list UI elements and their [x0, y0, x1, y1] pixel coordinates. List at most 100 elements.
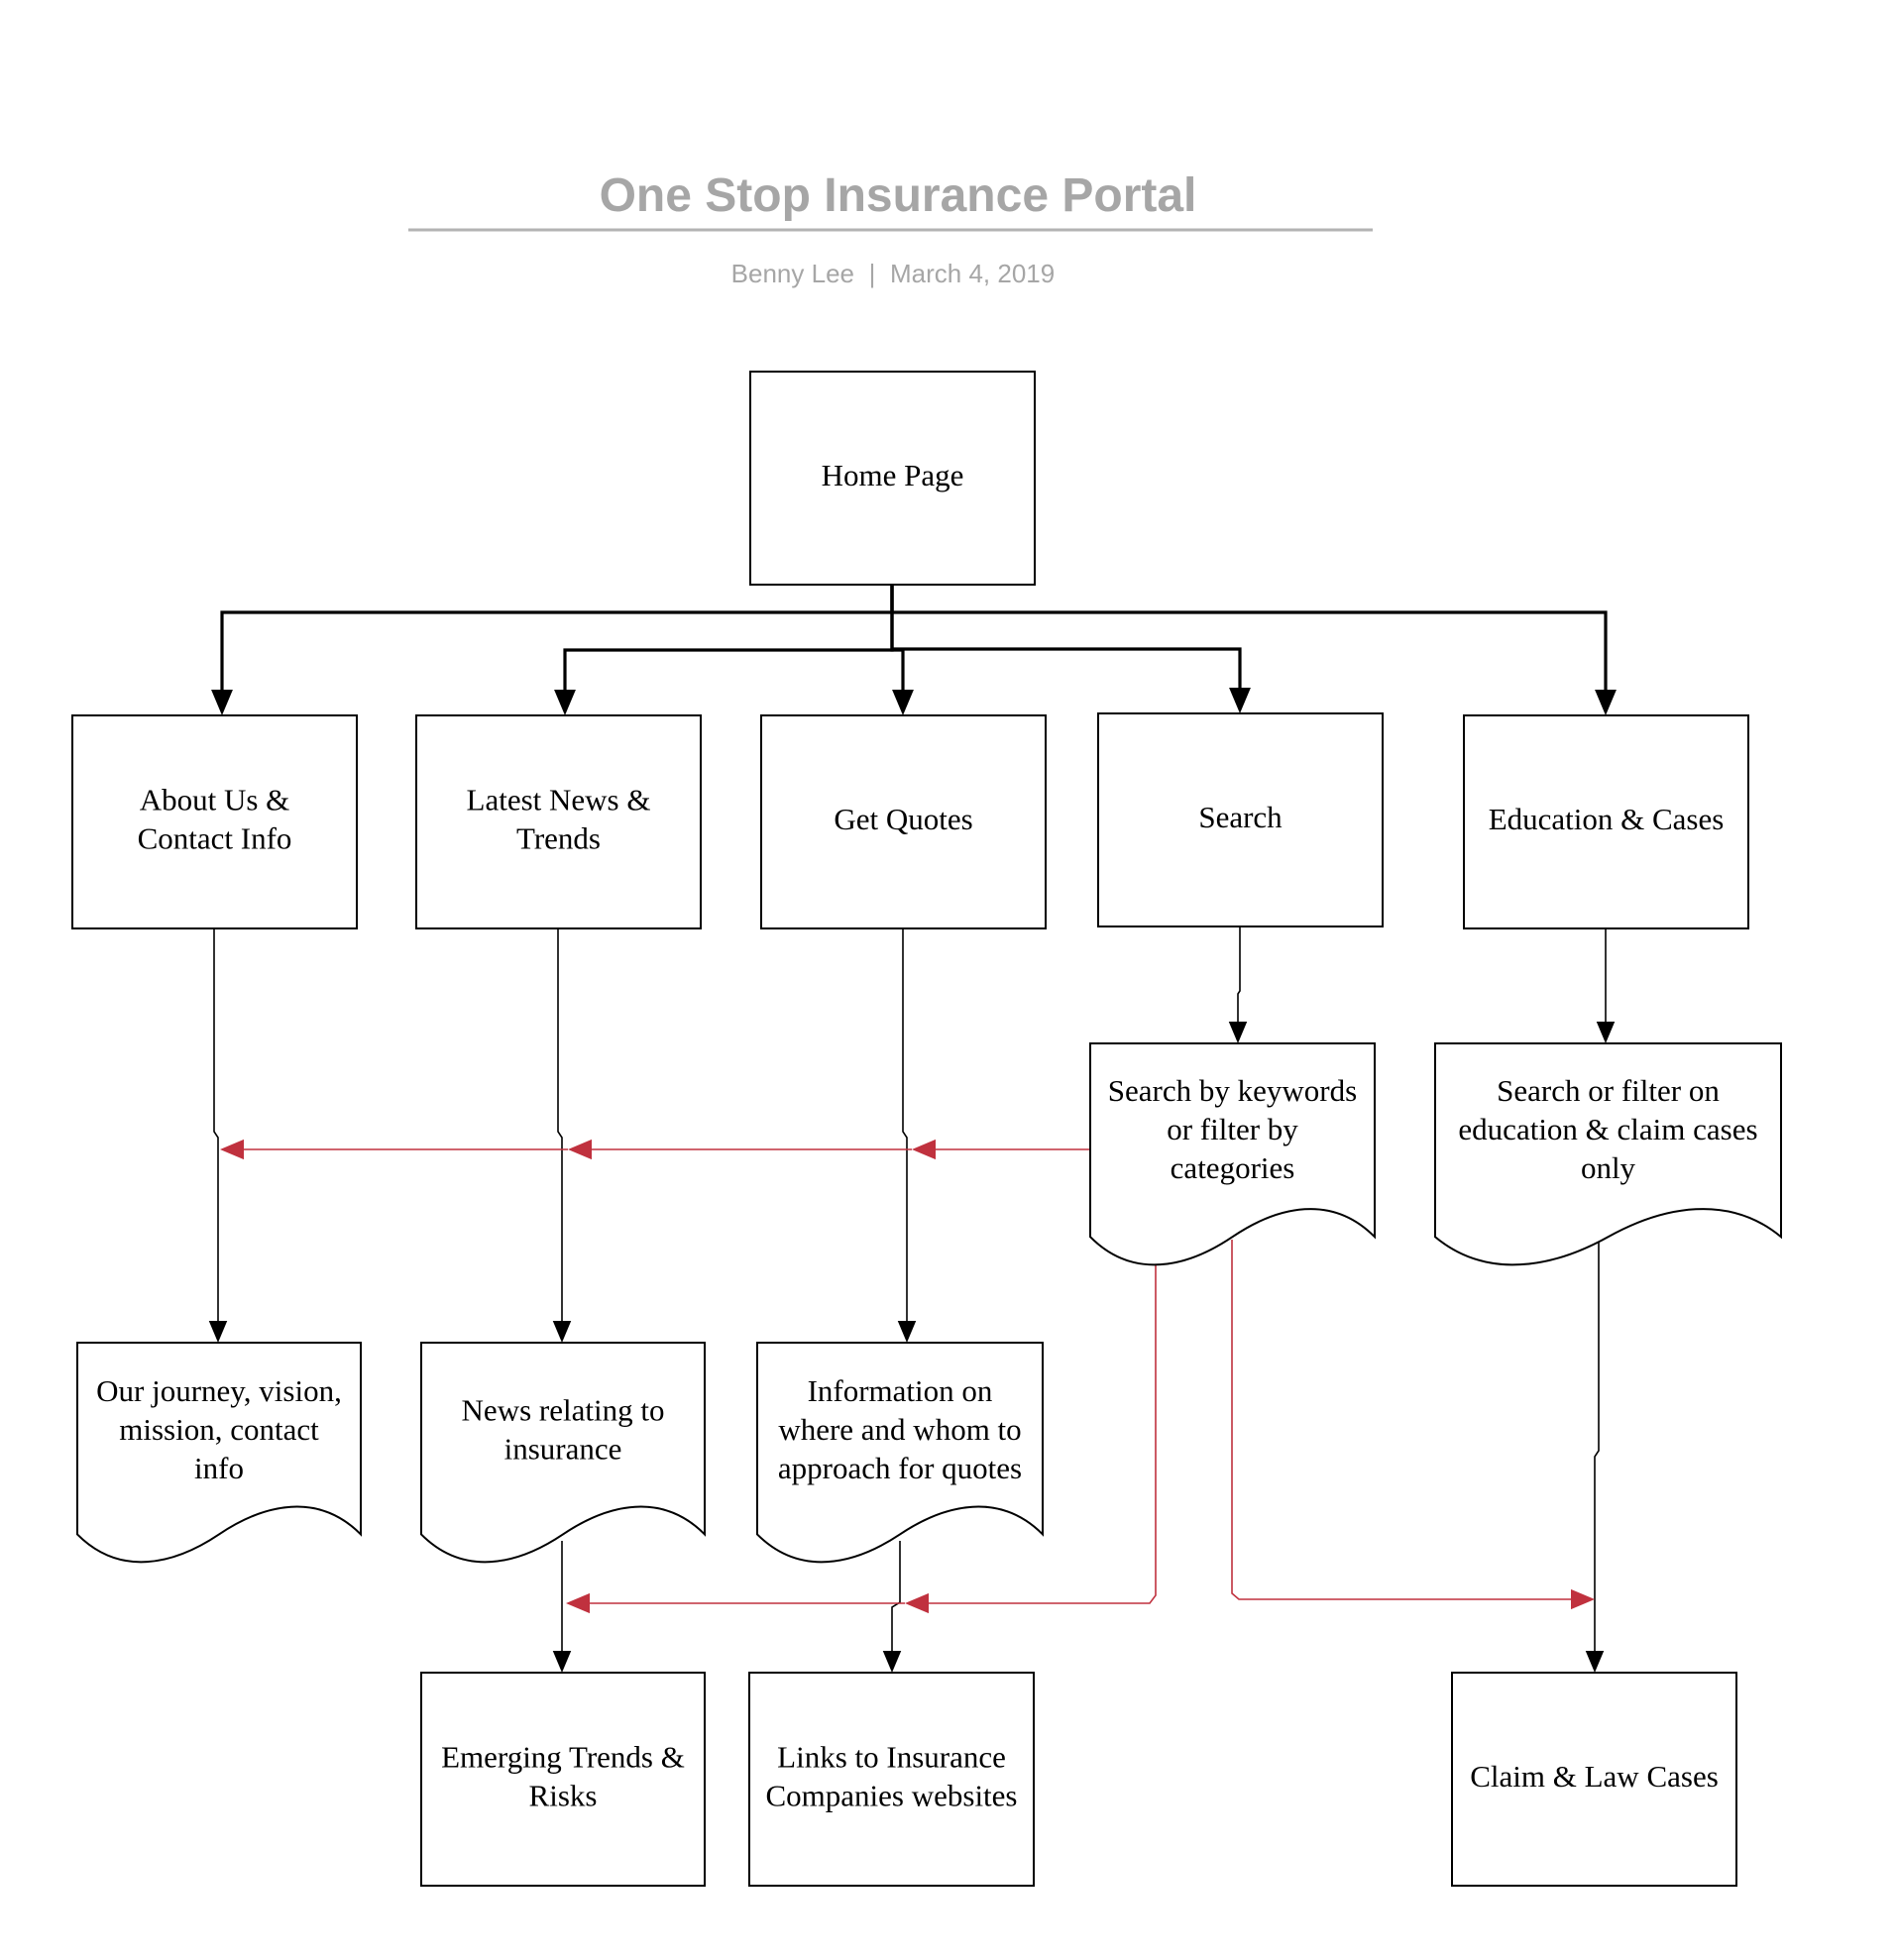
header-separator: | [869, 259, 876, 288]
edge-search-doc-to-quotes [912, 1139, 1090, 1160]
node-label-line: Home Page [822, 458, 964, 492]
edge-home-to-news [554, 585, 894, 715]
node-label-line: or filter by [1167, 1112, 1298, 1146]
node-label-line: Our journey, vision, [96, 1373, 342, 1408]
edge-home-to-search [890, 585, 1251, 713]
node-about: About Us & Contact Info [71, 714, 358, 929]
document-shape [1434, 1042, 1782, 1266]
node-trends: Emerging Trends &Risks [420, 1672, 706, 1887]
node-label-line: Education & Cases [1489, 802, 1725, 836]
node-label-line: categories [1171, 1150, 1295, 1185]
rectangle-shape [748, 1672, 1035, 1887]
node-label-line: Trends [516, 821, 601, 856]
node-education: Education & Cases [1463, 714, 1749, 929]
arrowhead [552, 1651, 572, 1673]
node-label-line: approach for quotes [778, 1451, 1022, 1485]
connector-line [890, 585, 1242, 690]
edge-search-doc-to-claims [1231, 1240, 1595, 1610]
rectangle-shape [420, 1672, 706, 1887]
document-shape [76, 1342, 362, 1564]
connector-line [902, 928, 908, 1321]
edge-edu-doc-to-claims [1585, 1243, 1605, 1673]
edge-education-to-edu-doc [1596, 928, 1616, 1043]
edge-quotes-doc-to-links [882, 1541, 902, 1673]
arrowhead [912, 1139, 936, 1160]
node-home: Home Page [749, 371, 1036, 586]
edges-layer [208, 585, 1617, 1673]
arrowhead [208, 1321, 228, 1343]
arrowhead [1595, 690, 1617, 715]
edge-about-to-journey-doc [208, 928, 228, 1343]
node-label-line: only [1581, 1150, 1636, 1185]
arrowhead [566, 1592, 590, 1614]
rectangle-shape [415, 714, 702, 929]
connector-line [557, 928, 563, 1321]
document-shape [756, 1342, 1044, 1564]
node-label-line: Contact Info [138, 821, 292, 856]
node-label-line: Companies websites [766, 1779, 1018, 1813]
node-label-line: About Us & [140, 783, 290, 817]
arrowhead [897, 1321, 917, 1343]
node-label-line: Risks [529, 1779, 598, 1813]
node-label-line: mission, contact [119, 1412, 319, 1447]
arrowhead [1585, 1651, 1605, 1673]
edge-search-to-search-doc [1228, 926, 1248, 1043]
node-label-line: Search [1198, 800, 1283, 834]
edge-news-doc-to-trends [552, 1541, 572, 1673]
connector-line [563, 585, 894, 692]
connector-line [220, 585, 894, 692]
node-label-line: where and whom to [778, 1412, 1021, 1447]
node-claims: Claim & Law Cases [1451, 1672, 1737, 1887]
connector-line [1594, 1243, 1600, 1651]
node-quotes: Get Quotes [760, 714, 1047, 929]
page-title: One Stop Insurance Portal [600, 169, 1197, 222]
node-label-line: insurance [504, 1432, 622, 1467]
connector-line [213, 928, 219, 1321]
node-label-line: info [194, 1451, 244, 1485]
node-label-line: Links to Insurance [777, 1740, 1006, 1775]
author-label: Benny Lee [731, 259, 854, 288]
node-label-line: Search by keywords [1108, 1073, 1357, 1108]
rectangle-shape [1097, 712, 1384, 927]
arrowhead [905, 1592, 929, 1614]
rectangle-shape [1463, 714, 1749, 929]
connector-line [891, 1541, 901, 1651]
edge-search-doc-to-trends [566, 1592, 905, 1614]
node-label-line: Claim & Law Cases [1470, 1759, 1719, 1794]
node-label-line: education & claim cases [1458, 1112, 1757, 1146]
node-news-doc: News relating to insurance [420, 1342, 706, 1564]
rectangle-shape [1451, 1672, 1737, 1887]
connector-line [890, 585, 905, 692]
document-shape [420, 1342, 706, 1564]
arrowhead [882, 1651, 902, 1673]
node-label-line: Get Quotes [834, 802, 972, 836]
node-quotes-doc: Information on where and whom to approach … [756, 1342, 1044, 1564]
arrowhead [552, 1321, 572, 1343]
edge-news-to-news-doc [552, 928, 572, 1343]
node-journey-doc: Our journey, vision, mission, contact info [76, 1342, 362, 1564]
node-news: Latest News & Trends [415, 714, 702, 929]
arrowhead [1228, 1022, 1248, 1043]
node-search-doc: Search by keywords or filter by categories [1089, 1042, 1376, 1266]
edge-quotes-to-quotes-doc [897, 928, 917, 1343]
arrowhead [892, 690, 914, 715]
node-label-line: Information on [808, 1373, 993, 1408]
connector-line [1231, 1240, 1571, 1600]
arrowhead [1596, 1022, 1616, 1043]
edge-search-doc-to-about [220, 1139, 568, 1160]
edge-search-doc-to-news [568, 1139, 912, 1160]
node-label-line: Latest News & [467, 783, 651, 817]
header: One Stop Insurance Portal Benny Lee | Ma… [408, 169, 1373, 288]
connector-line [890, 585, 1608, 692]
node-edu-doc: Search or filter on education & claim cas… [1434, 1042, 1782, 1266]
connector-line [929, 1251, 1157, 1604]
connector-line [1237, 926, 1241, 1022]
node-label-line: Search or filter on [1497, 1073, 1720, 1108]
arrowhead [220, 1139, 244, 1160]
arrowhead [1229, 688, 1251, 713]
arrowhead [568, 1139, 592, 1160]
node-label-line: News relating to [462, 1393, 665, 1428]
node-search: Search [1097, 712, 1384, 927]
edge-search-doc-to-links [905, 1251, 1157, 1614]
